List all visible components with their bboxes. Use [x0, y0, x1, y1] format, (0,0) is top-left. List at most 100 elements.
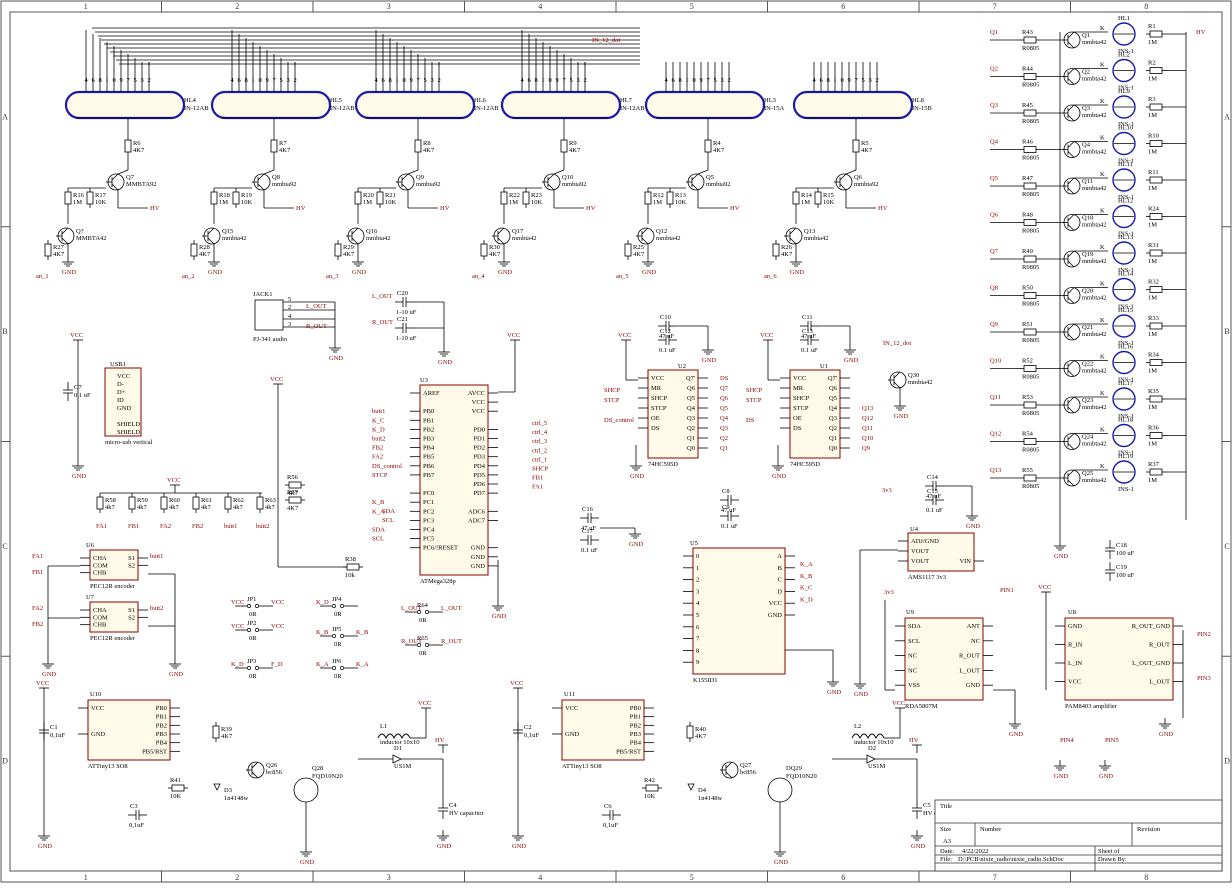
resistor-value: 4k7	[265, 504, 276, 511]
ic-pin-label: PB2	[630, 722, 641, 729]
inductor-type: inductor 10x10	[380, 739, 420, 746]
transistor-type: mmbta42	[656, 235, 681, 242]
radio: SDASCLNCNCVSSANTNCR_OUTL_OUTGNDU9RDA5807…	[884, 587, 1023, 738]
ic-pin-label: VCC	[91, 705, 104, 712]
resistor-value: R0805	[1022, 447, 1039, 454]
ic-pin-label: ADJ/GND	[911, 538, 939, 545]
ic-pin-label: VSS	[908, 682, 920, 689]
diode-type: 1n4148w	[698, 795, 723, 802]
ic-pin-label: ANT	[967, 623, 980, 630]
indicator-net: Q11	[990, 394, 1001, 401]
resistor-body	[192, 496, 200, 510]
tube-pin-label: 1	[542, 77, 545, 84]
ic-pin-label: S2	[128, 562, 135, 569]
transistor-collector	[251, 761, 259, 769]
resistor-body	[171, 784, 185, 792]
resistor-value: 4K7	[279, 147, 291, 154]
ic-ref: U2	[678, 363, 686, 370]
ground-symbol: GND	[1099, 760, 1113, 780]
ic-pin-label: PD0	[473, 426, 485, 433]
lamp-k-label: K	[1100, 427, 1105, 434]
ground-label: GND	[911, 843, 925, 850]
mcu-right-net: SHCP	[532, 466, 549, 473]
mosfet-type: FQD10N20	[312, 773, 343, 780]
capacitor-value: HV capacitor	[449, 810, 485, 817]
tube-pin-label: 7	[417, 77, 421, 84]
lamp-ref: HL16	[1118, 344, 1134, 351]
resistor-ref: R36	[1148, 425, 1160, 432]
ic-pin-label: PB2	[423, 426, 434, 433]
jumper-net-b: L_OUT	[441, 605, 462, 612]
ground-label: GND	[512, 843, 526, 850]
resistor-value: 10K	[531, 199, 543, 206]
resistor-body	[1023, 73, 1037, 80]
ground-symbol: GND	[498, 256, 512, 276]
resistor-ref: R35	[1148, 388, 1159, 395]
resistor-ref: R63	[265, 497, 276, 504]
resistor-body	[1023, 219, 1037, 226]
capacitor-ref: C17	[582, 528, 594, 535]
transistor-collector	[61, 227, 69, 235]
ic-ref: U7	[86, 594, 95, 601]
sr-in-net: DS_control	[604, 417, 634, 424]
transistor-type: mmbta42	[1082, 368, 1107, 375]
resistor-body	[334, 243, 342, 257]
transistor-ref: Q19	[1082, 251, 1093, 258]
ic-pin-label: CHB	[93, 622, 107, 629]
ic-ref: U8	[1068, 609, 1076, 616]
resistor-value: 1M	[363, 199, 372, 206]
ic-pin-label: SHCP	[793, 395, 810, 402]
transistor-type: mmbta92	[854, 181, 879, 188]
boost-converter: VCCGNDPB0PB1PB2PB3PB4PB5/RSTU10ATTiny13 …	[36, 680, 485, 866]
ground-symbol: GND	[790, 256, 804, 276]
jumper-value: 0R	[334, 641, 342, 648]
resistor-ref: R42	[644, 777, 655, 784]
resistor-ref: R22	[509, 192, 520, 199]
ic-pin-label: S1	[128, 555, 135, 562]
ic-pin-label: MR	[793, 385, 804, 392]
jumper-net-a: K_A	[316, 661, 329, 668]
ground-label: GND	[169, 671, 183, 678]
lamp-k-label: K	[1100, 62, 1105, 69]
diode-body	[392, 754, 402, 764]
transistor-collector	[1067, 104, 1075, 112]
ic-type: ATMega328p	[420, 578, 456, 585]
ic-pin-label: R_OUT	[1149, 642, 1170, 649]
ic-pin-label: NC	[908, 667, 917, 674]
pullup-net: butt2	[256, 523, 269, 530]
ic-type: ATTiny13 SO8	[88, 763, 128, 770]
row-marker: D	[2, 757, 8, 766]
capacitor-value: 47 uF	[581, 525, 596, 532]
tube-pin-label: 7	[273, 77, 277, 84]
ic-pin-label: PB6	[423, 463, 435, 470]
tube-ref: HL6	[474, 97, 487, 104]
resistor-ref: R41	[170, 777, 181, 784]
lamp-k-label: K	[1100, 98, 1105, 105]
ic-pin-label: OE	[793, 415, 802, 422]
jack-pin-number: 3	[288, 321, 291, 328]
indicator-net: Q13	[990, 467, 1001, 474]
resistor-value: 4K7	[633, 251, 645, 258]
ic-pin-label: PB5/RST	[616, 748, 641, 755]
ic-pin-label: AREF	[423, 390, 440, 397]
resistor-value: 1M	[1148, 258, 1157, 265]
ic-type: AMS1117 3v3	[908, 574, 946, 581]
resistor-value: R0805	[1022, 410, 1039, 417]
resistor-body	[1149, 322, 1163, 330]
resistor-ref: R58	[105, 497, 116, 504]
resistor-value: R0805	[1022, 82, 1039, 89]
jumper-pad	[417, 610, 421, 614]
ground-symbol: GND	[438, 346, 452, 366]
